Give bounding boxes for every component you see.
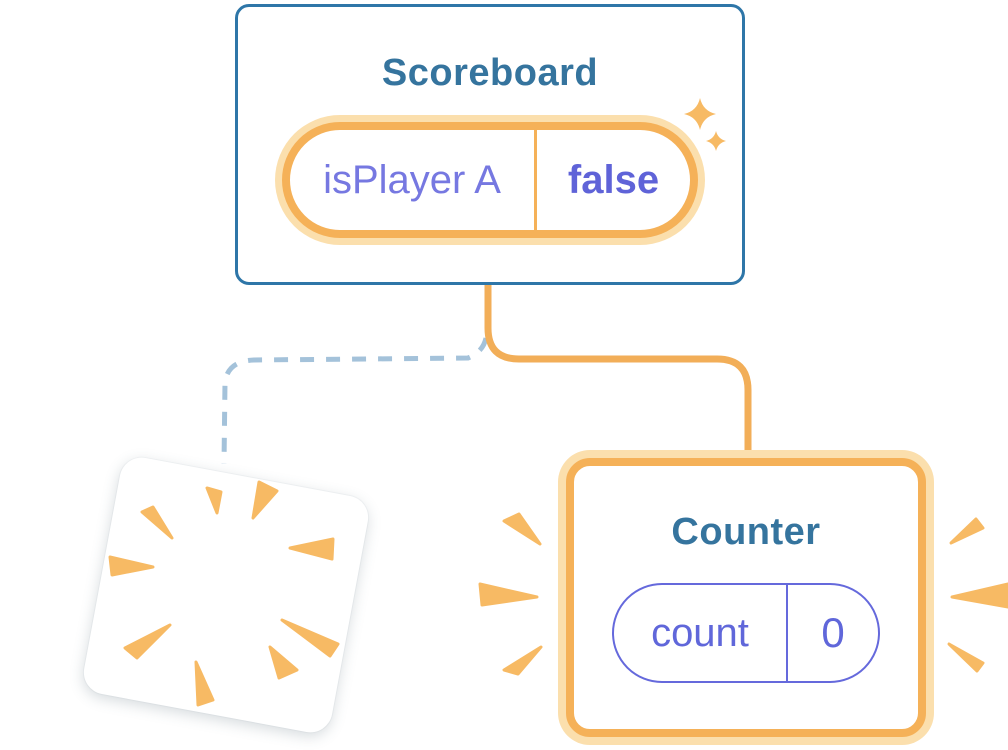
counter-title: Counter	[671, 511, 821, 553]
state-value: 0	[821, 609, 845, 656]
pill-divider	[786, 585, 788, 681]
state-value: false	[567, 157, 660, 202]
state-label: isPlayer A	[323, 157, 501, 202]
state-label: count	[651, 610, 749, 655]
burst-rays-icon	[947, 517, 1008, 673]
scoreboard-state-pill: isPlayer A false	[282, 122, 698, 238]
scoreboard-card: Scoreboard isPlayer A false	[235, 4, 745, 285]
counter-card: Counter count 0	[566, 458, 926, 737]
scoreboard-title: Scoreboard	[381, 52, 599, 94]
pill-divider	[534, 130, 537, 230]
orange-connector-line	[484, 282, 752, 470]
dashed-connector-line	[221, 337, 489, 465]
counter-state-pill: count 0	[612, 583, 880, 683]
burst-rays-icon	[478, 512, 543, 676]
removed-component-card	[80, 454, 372, 736]
